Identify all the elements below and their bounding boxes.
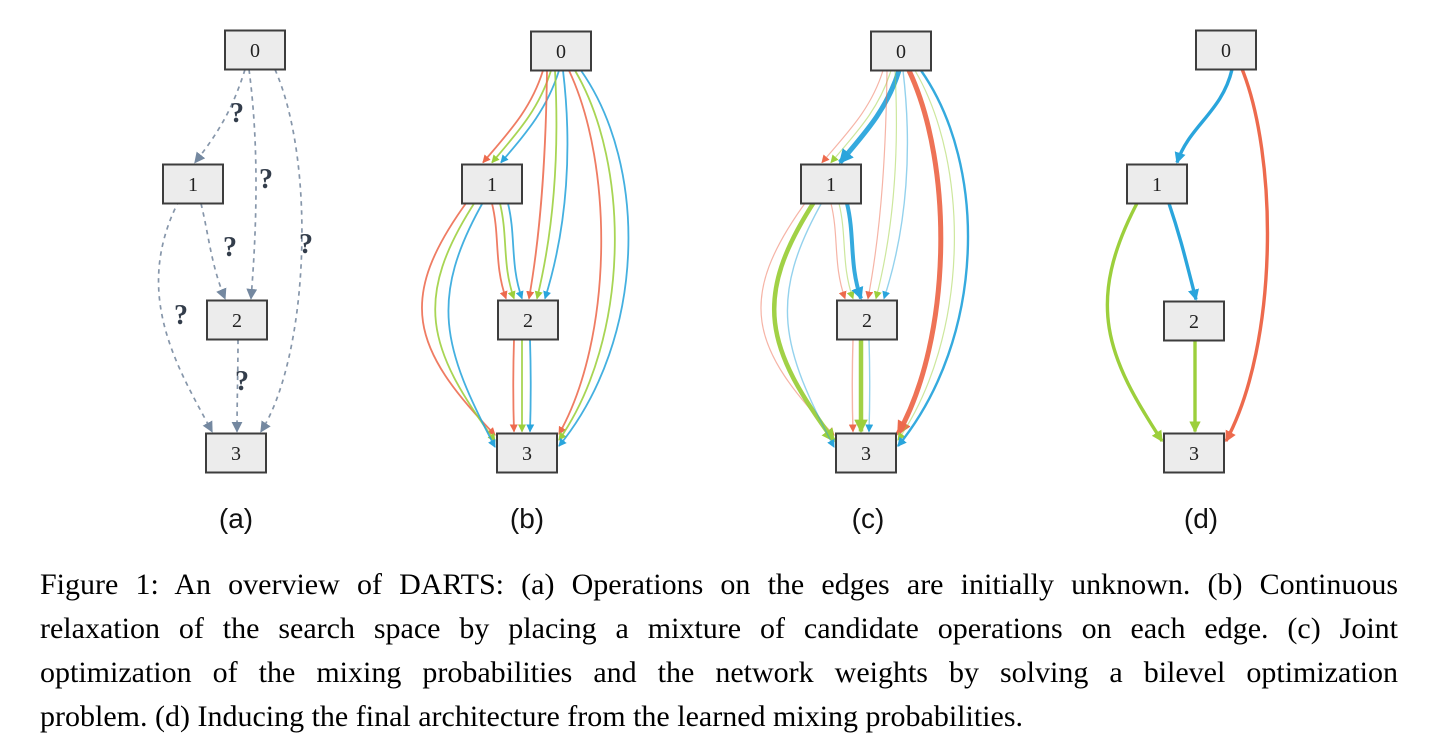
edge-1-2-blue — [845, 203, 864, 300]
caption-line: relaxation of the search space by placin… — [40, 612, 1398, 645]
node-label: 1 — [826, 174, 836, 196]
unknown-op-label: ? — [259, 164, 273, 195]
node-label: 2 — [232, 310, 242, 332]
unknown-op-label: ? — [235, 366, 249, 397]
edge-0-1-red — [821, 70, 884, 164]
node-box-d-0 — [1195, 29, 1257, 71]
node-label: 1 — [487, 174, 497, 196]
node-label: 1 — [1152, 174, 1162, 196]
node-label: 0 — [1221, 40, 1231, 62]
edge-0-3-green — [558, 70, 616, 441]
edge-0-3-red — [895, 69, 944, 436]
edge-1-2-red — [491, 203, 508, 300]
node-label: 2 — [523, 310, 533, 332]
node-label: 1 — [188, 174, 198, 196]
edge-1-2-unknown — [200, 203, 227, 300]
edge-0-1-green — [830, 70, 892, 164]
node-label: 3 — [1189, 443, 1199, 465]
node-box-a-2 — [206, 299, 268, 341]
node-label: 0 — [250, 40, 260, 62]
node-box-c-3 — [835, 432, 897, 474]
panel-d: 0 1 2 3 (d) — [1105, 29, 1270, 534]
edge-0-2-red — [526, 70, 548, 300]
edge-0-2-blue — [882, 70, 909, 300]
edge-2-3-red — [509, 339, 518, 433]
edge-0-1-blue — [1174, 69, 1234, 164]
edge-2-3-unknown — [231, 339, 243, 433]
node-label: 0 — [896, 41, 906, 63]
figure-caption: Figure 1: An overview of DARTS: (a) Oper… — [40, 563, 1398, 739]
edge-0-2-unknown — [246, 69, 258, 300]
edge-0-3-red — [558, 70, 603, 435]
edge-0-1-blue — [838, 69, 902, 165]
panel-a: ?????? 0 1 2 3 (a) — [157, 29, 313, 534]
unknown-op-label: ? — [299, 229, 313, 260]
caption-line: problem. (d) Inducing the final architec… — [40, 700, 1023, 733]
node-label: 2 — [1189, 311, 1199, 333]
unknown-op-label: ? — [230, 98, 244, 129]
edge-0-3-blue — [897, 69, 970, 447]
edge-0-1-blue — [500, 70, 560, 164]
edge-1-3-red — [760, 200, 835, 436]
node-box-a-3 — [205, 432, 267, 474]
edge-1-3-blue — [786, 200, 835, 448]
edge-0-2-green — [873, 70, 897, 300]
node-box-b-1 — [461, 163, 523, 205]
panel-c: 0 1 2 3 (c) — [760, 30, 970, 534]
panel-caption-a: (a) — [219, 503, 253, 534]
node-label: 2 — [862, 310, 872, 332]
node-label: 0 — [556, 41, 566, 63]
figure-canvas: ?????? 0 1 2 3 (a) 0 1 2 3 (b) 0 1 2 3 (c) 0 1 2 3 (d) — [157, 29, 1270, 534]
edge-1-2-blue — [1167, 202, 1199, 301]
node-label: 3 — [522, 443, 532, 465]
edge-0-3-blue — [558, 69, 630, 447]
node-label: 3 — [861, 443, 871, 465]
node-box-c-0 — [870, 30, 932, 72]
edge-2-3-blue — [526, 339, 535, 433]
edge-1-3-red — [421, 199, 496, 436]
edge-0-3-red — [1224, 65, 1270, 443]
edge-1-2-green — [838, 203, 855, 300]
panel-caption-b: (b) — [510, 503, 544, 534]
edge-1-3-green — [434, 200, 496, 442]
panel-caption-d: (d) — [1184, 503, 1218, 534]
node-box-c-2 — [836, 299, 898, 341]
edge-0-3-unknown — [260, 69, 303, 433]
edge-1-2-green — [499, 203, 516, 300]
caption-line: Figure 1: An overview of DARTS: (a) Oper… — [40, 568, 1398, 601]
node-box-d-3 — [1163, 432, 1225, 474]
node-box-a-0 — [224, 29, 286, 71]
edge-1-3-green — [772, 199, 836, 443]
node-box-b-3 — [496, 432, 558, 474]
panel-caption-c: (c) — [852, 503, 885, 534]
edge-0-2-green — [534, 70, 558, 300]
edge-1-3-unknown — [157, 200, 213, 433]
node-box-d-1 — [1126, 163, 1188, 205]
unknown-op-label: ? — [174, 300, 188, 331]
node-label: 3 — [231, 443, 241, 465]
panel-b: 0 1 2 3 (b) — [421, 30, 630, 534]
caption-line: optimization of the mixing probabilities… — [40, 656, 1398, 689]
edge-1-2-blue — [507, 203, 524, 300]
darts-figure: ?????? 0 1 2 3 (a) 0 1 2 3 (b) 0 1 2 3 (c) 0 1 2 3 (d) — [157, 29, 1270, 534]
edge-0-2-red — [865, 70, 888, 300]
edge-0-3-green — [897, 70, 955, 441]
edge-0-1-unknown — [194, 69, 246, 164]
edge-1-2-red — [830, 203, 847, 300]
edge-0-1-green — [491, 70, 552, 164]
edge-0-1-red — [482, 70, 544, 164]
edge-0-2-blue — [543, 70, 569, 300]
edge-1-3-green — [1105, 198, 1164, 443]
node-box-d-2 — [1163, 300, 1225, 342]
node-box-b-0 — [530, 30, 592, 72]
unknown-op-label: ? — [223, 232, 237, 263]
edge-2-3-red — [848, 339, 857, 433]
node-box-a-1 — [162, 163, 224, 205]
node-box-c-1 — [800, 163, 862, 205]
edge-2-3-blue — [865, 339, 874, 433]
node-box-b-2 — [497, 299, 559, 341]
edge-1-3-blue — [447, 200, 496, 448]
